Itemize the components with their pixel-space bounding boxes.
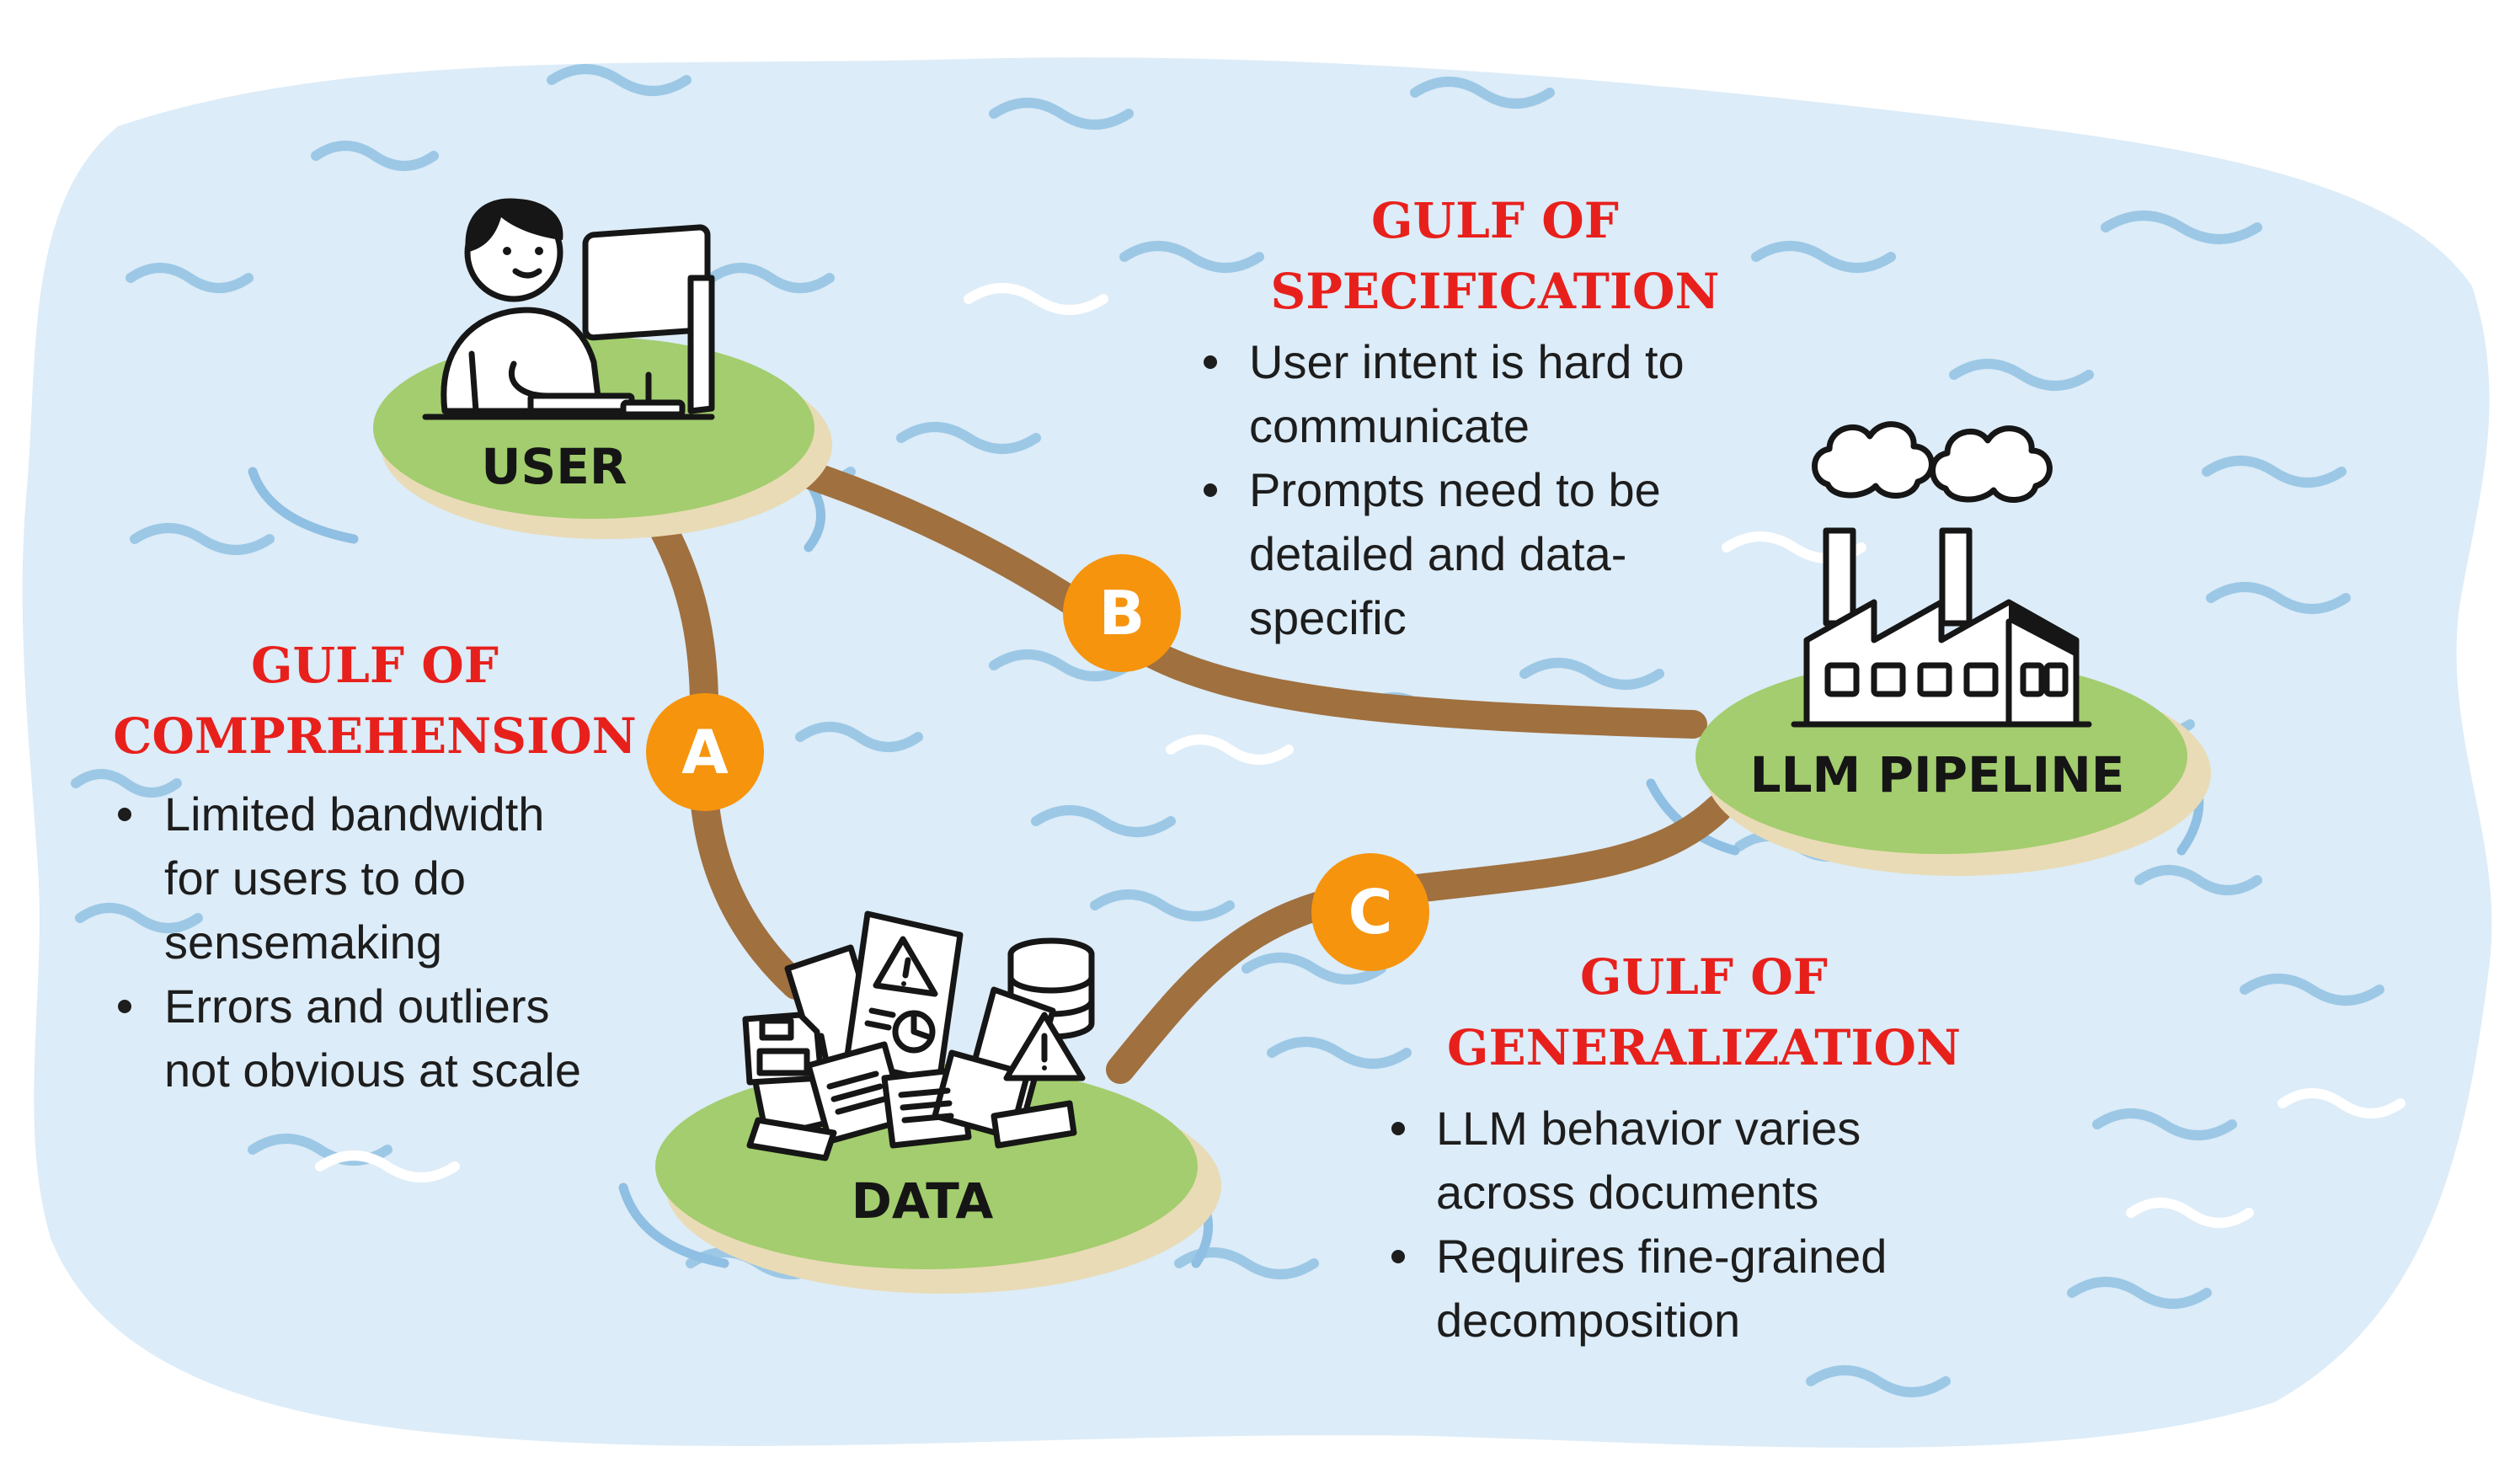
node-label-data: DATA <box>852 1172 994 1230</box>
bullet-text: detailed and data- <box>1249 527 1626 580</box>
edge-badge-a-label: A <box>681 717 729 787</box>
gulf-generalization: GULF OF GENERALIZATION LLM behavior vari… <box>1391 948 1961 1347</box>
bullet-text: for users to do <box>164 851 466 905</box>
bullet-text: User intent is hard to <box>1249 335 1685 388</box>
factory-icon <box>1791 421 2092 728</box>
gulf-specification-title-line1: GULF OF <box>1371 192 1619 249</box>
gulf-generalization-title-line1: GULF OF <box>1580 948 1828 1006</box>
gulf-specification: GULF OF SPECIFICATION User intent is har… <box>1204 192 1720 644</box>
bullet-text: sensemaking <box>164 915 442 969</box>
bullet-text: specific <box>1249 591 1407 644</box>
bullet-dot <box>1204 483 1217 497</box>
bullet-dot <box>1204 355 1217 369</box>
edge-badge-a: A <box>646 693 764 811</box>
gulf-specification-title-line2: SPECIFICATION <box>1270 263 1719 320</box>
bullet-text: communicate <box>1249 399 1530 452</box>
bullet-text: Limited bandwidth <box>164 787 544 841</box>
bullet-text: Requires fine-grained <box>1436 1230 1887 1283</box>
bullet-text: Errors and outliers <box>164 980 550 1033</box>
bullet-text: not obvious at scale <box>164 1044 581 1097</box>
gulf-comprehension-title-line1: GULF OF <box>251 637 499 694</box>
bullet-text: Prompts need to be <box>1249 463 1661 516</box>
edge-badge-b: B <box>1063 554 1181 672</box>
bullet-text: decomposition <box>1436 1294 1740 1347</box>
node-label-pipeline: LLM PIPELINE <box>1750 746 2125 803</box>
node-label-user: USER <box>481 438 627 495</box>
bullet-dot <box>1391 1250 1405 1263</box>
bullet-dot <box>118 808 131 821</box>
bullet-dot <box>118 1000 131 1013</box>
bullet-text: LLM behavior varies <box>1436 1102 1861 1155</box>
edge-badge-b-label: B <box>1099 578 1145 649</box>
bullet-text: across documents <box>1436 1166 1818 1219</box>
gulf-comprehension-title-line2: COMPREHENSION <box>113 707 637 765</box>
edge-badge-c-label: C <box>1348 877 1393 948</box>
edge-badge-c: C <box>1311 853 1429 971</box>
bullet-dot <box>1391 1122 1405 1135</box>
gulf-generalization-title-line2: GENERALIZATION <box>1447 1019 1961 1076</box>
person-at-computer-icon <box>422 198 715 420</box>
document-pile-icon <box>742 910 1095 1161</box>
gulf-comprehension: GULF OF COMPREHENSION Limited bandwidth … <box>113 637 637 1097</box>
